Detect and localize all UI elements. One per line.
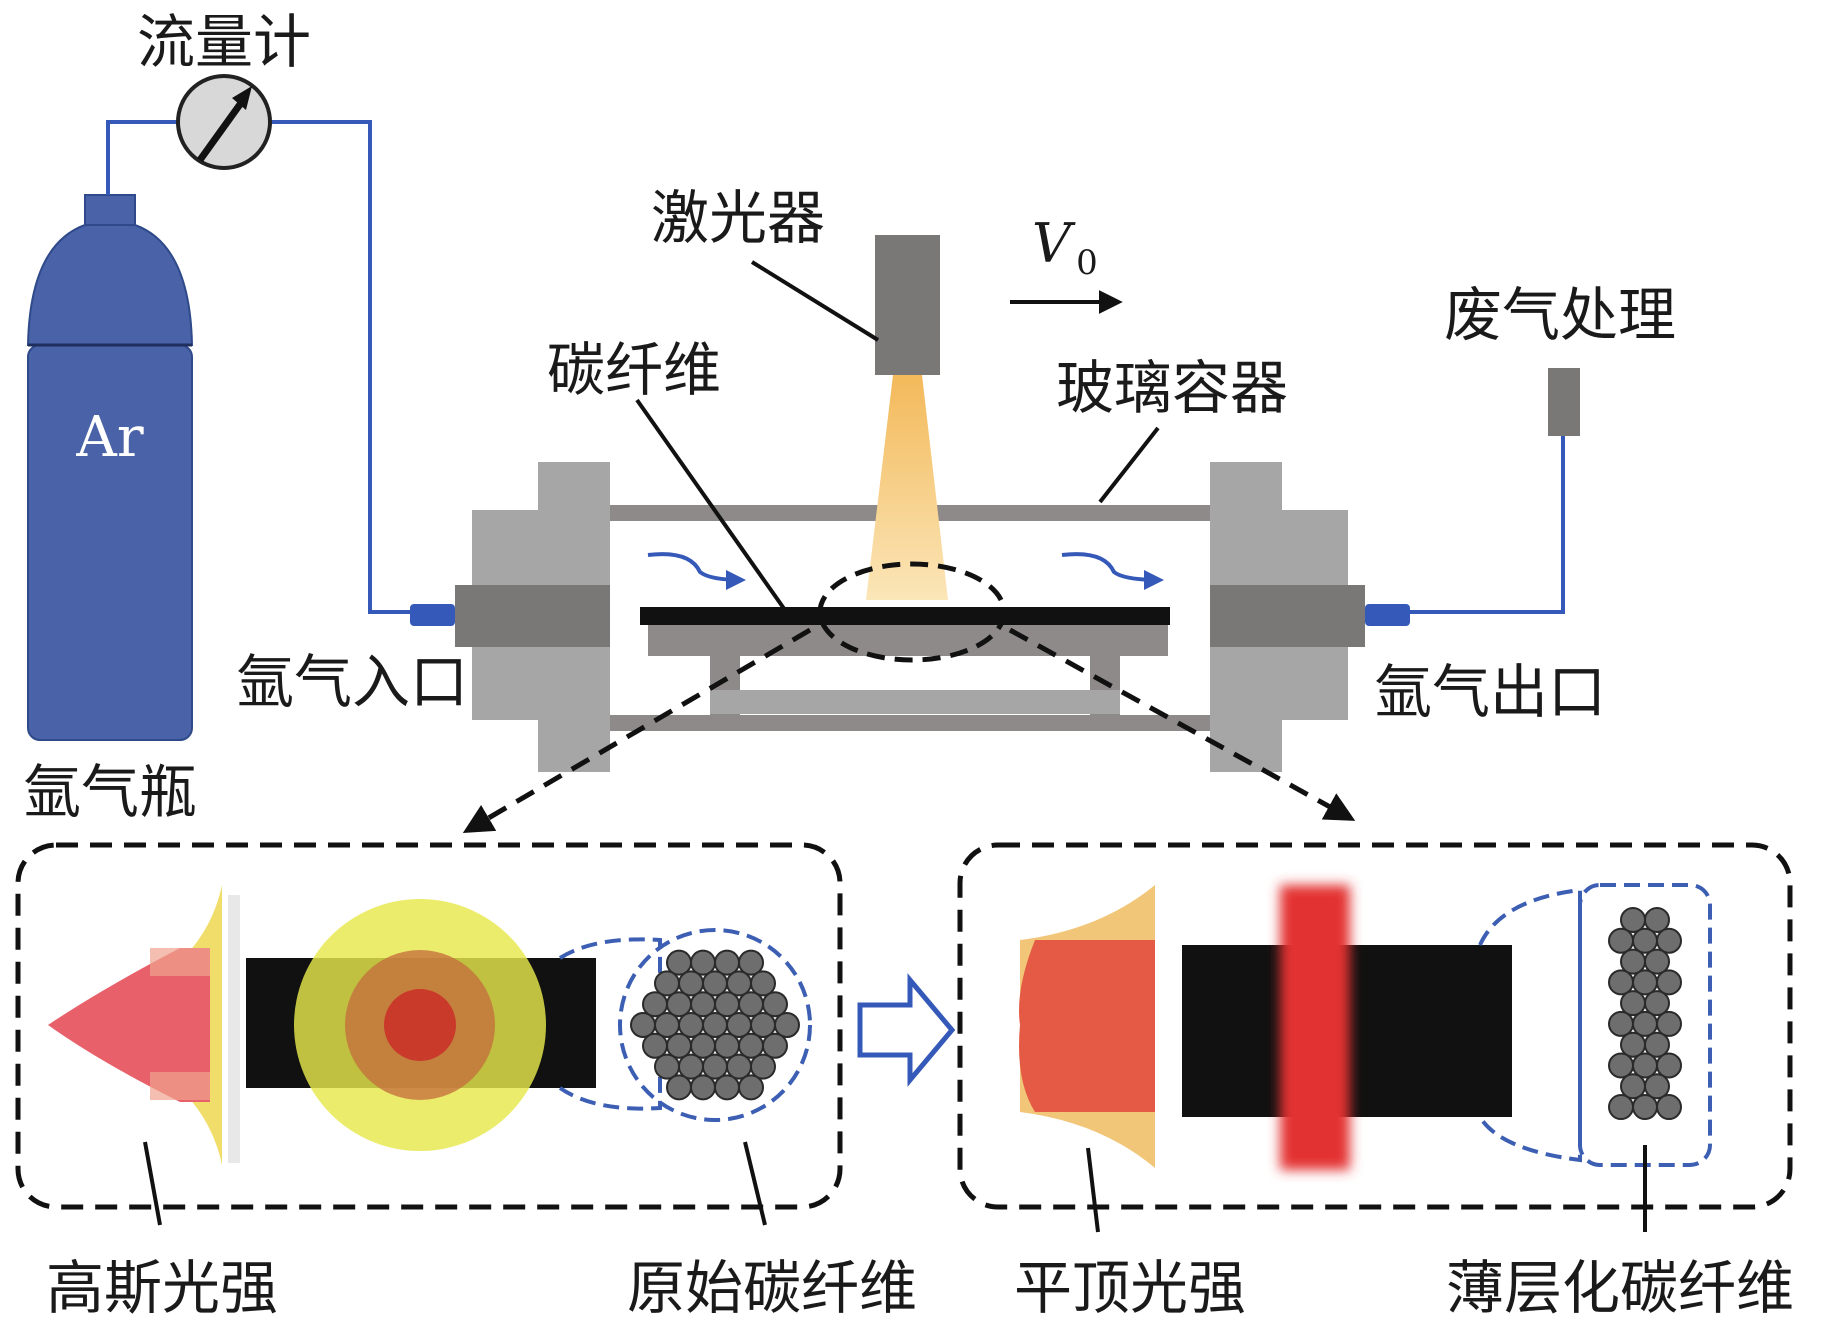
bottom-leader-lines bbox=[143, 1141, 1647, 1233]
gas-flow-arrows bbox=[647, 552, 1164, 590]
thinned-fiber-label: 薄层化碳纤维 bbox=[1446, 1254, 1794, 1322]
fiber-filament bbox=[1656, 1094, 1682, 1121]
fiber-filament bbox=[1608, 1094, 1634, 1121]
fiber-filament bbox=[1644, 907, 1670, 933]
fiber-bundle-icon bbox=[630, 949, 800, 1101]
carbon-fiber-label: 碳纤维 bbox=[547, 336, 721, 404]
fiber-filament bbox=[1656, 1010, 1682, 1037]
transform-arrow-icon bbox=[857, 973, 956, 1087]
gaussian-intensity-label: 高斯光强 bbox=[46, 1254, 278, 1322]
cylinder-gas-label: Ar bbox=[75, 405, 143, 470]
flowmeter-label: 流量计 bbox=[137, 8, 311, 76]
exhaust-label: 废气处理 bbox=[1444, 281, 1676, 349]
fiber-filament bbox=[1644, 990, 1670, 1017]
fiber-filament bbox=[714, 1074, 740, 1101]
fiber-filament bbox=[690, 1074, 716, 1101]
fiber-filament bbox=[1644, 1073, 1670, 1100]
fiber-filament bbox=[750, 970, 776, 997]
laser-source bbox=[866, 235, 948, 600]
exhaust-unit bbox=[1548, 368, 1580, 436]
velocity-subscript: 0 bbox=[1076, 243, 1098, 283]
laser-label: 激光器 bbox=[651, 184, 825, 252]
fiber-filament bbox=[1656, 1052, 1682, 1079]
argon-cylinder: Ar bbox=[26, 194, 194, 741]
glass-container-label: 玻璃容器 bbox=[1056, 354, 1288, 422]
focus-region-ellipse bbox=[817, 561, 1007, 663]
leader-lines bbox=[635, 260, 1160, 612]
gas-tubing bbox=[106, 120, 1565, 614]
thinned-bundle-icon bbox=[1608, 907, 1682, 1121]
fiber-filament bbox=[666, 1074, 692, 1101]
velocity-label: V 0 bbox=[1032, 212, 1098, 283]
flowmeter-gauge-icon bbox=[176, 74, 272, 170]
fiber-filament bbox=[762, 991, 788, 1018]
fiber-filament bbox=[738, 1074, 764, 1101]
fiber-filament bbox=[1644, 1031, 1670, 1058]
flattop-intensity-label: 平顶光强 bbox=[1014, 1254, 1246, 1322]
cylinder-label: 氩气瓶 bbox=[23, 758, 197, 826]
fiber-filament bbox=[1632, 1094, 1658, 1121]
fiber-filament bbox=[774, 1012, 800, 1038]
fiber-filament bbox=[750, 1053, 776, 1080]
fiber-filament bbox=[1644, 948, 1670, 975]
argon-inlet-label: 氩气入口 bbox=[236, 648, 468, 716]
original-fiber-label: 原始碳纤维 bbox=[627, 1254, 917, 1322]
fiber-filament bbox=[738, 949, 764, 976]
flattop-detail-panel bbox=[957, 842, 1793, 1210]
argon-outlet-label: 氩气出口 bbox=[1374, 658, 1606, 726]
zoom-arrows bbox=[462, 627, 1356, 834]
fiber-filament bbox=[1656, 927, 1682, 954]
velocity-symbol: V bbox=[1032, 212, 1076, 275]
fiber-filament bbox=[1656, 969, 1682, 996]
fiber-filament bbox=[762, 1032, 788, 1059]
gaussian-detail-panel bbox=[15, 842, 843, 1210]
